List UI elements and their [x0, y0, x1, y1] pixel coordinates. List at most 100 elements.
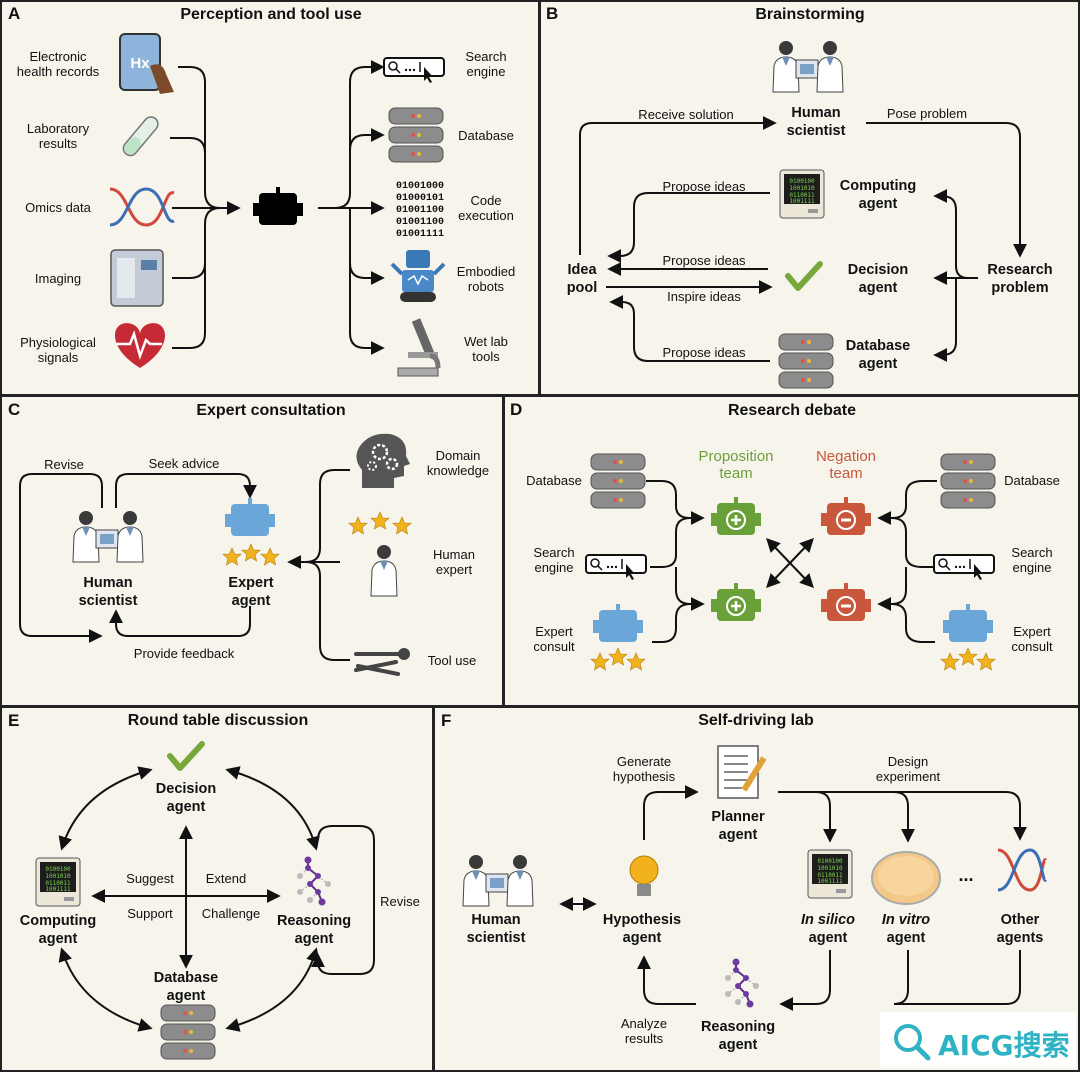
robot-icon: [390, 250, 446, 302]
f-reasoning-agent: Reasoning agent: [700, 1019, 776, 1053]
a-output-robots: Embodied robots: [456, 264, 516, 294]
lightbulb-icon: [629, 855, 659, 896]
e-decision-agent: Decision agent: [155, 781, 217, 815]
f-other-return: [894, 950, 1021, 1005]
b-research-database-arrow: [933, 278, 957, 362]
e-database-agent: Database agent: [153, 970, 219, 1004]
panel-c-title: Expert consultation: [196, 402, 346, 419]
panel-d-title: Research debate: [727, 402, 857, 419]
e-revise-loop: [311, 825, 375, 975]
d-left-database: Database: [526, 473, 582, 488]
c-seek-advice-arrow: [115, 473, 257, 508]
c-seek-advice: Seek advice: [148, 456, 220, 471]
binary-line: 01001100: [396, 205, 444, 216]
f-in-silico-icon: [807, 849, 853, 899]
a-input-imaging: Imaging: [34, 271, 82, 286]
d-left-search-top-connector: [650, 517, 691, 568]
c-human-expert: Human expert: [433, 547, 475, 577]
a-output-database: Database: [458, 128, 514, 143]
negation-robot-top-icon: [821, 497, 871, 535]
dna-icon: [109, 187, 175, 227]
a-signals-connector: [172, 207, 221, 349]
f-generate-hypothesis: Generate hypothesis: [612, 754, 676, 784]
panel-e-title: Round table discussion: [127, 712, 309, 729]
d-cross-arrow-2: [766, 537, 814, 589]
panel-b-title: Brainstorming: [755, 6, 865, 23]
b-propose-ideas-3: Propose ideas: [662, 345, 746, 360]
ehr-glyph: Hx: [130, 55, 150, 72]
watermark: AICG搜索: [880, 1012, 1076, 1068]
imaging-machine-icon: [110, 249, 164, 307]
c-revise-arrow: [19, 473, 103, 643]
d-left-database-icon: [590, 453, 646, 509]
heart-icon: [115, 323, 165, 368]
a-wetlab-connector: [349, 263, 385, 355]
c-revise: Revise: [44, 457, 84, 472]
f-generate-hypothesis-arrow: [643, 785, 699, 840]
d-left-search-engine: Search engine: [533, 545, 575, 575]
magnifier-logo-icon: [894, 1024, 931, 1061]
a-input-omics: Omics data: [25, 200, 91, 215]
f-in-vitro-agent-word: agent: [886, 930, 926, 946]
b-receive-solution: Receive solution: [638, 107, 734, 122]
f-in-silico-arrow: [815, 791, 837, 843]
b-propose-ideas-1: Propose ideas: [662, 179, 746, 194]
f-analyze-results: Analyze results: [620, 1016, 668, 1046]
panel-a-title: Perception and tool use: [180, 6, 362, 23]
f-in-silico-return: [779, 950, 831, 1011]
panel-e-letter: E: [8, 711, 20, 730]
b-computing-icon: [779, 169, 825, 219]
a-output-code: Code execution: [458, 193, 514, 223]
database-icon: [388, 107, 444, 163]
d-left-expert-connector: [652, 603, 691, 643]
f-in-silico-agent-word: agent: [808, 930, 848, 946]
panel-a-letter: A: [8, 4, 21, 23]
f-planner-agent: Planner agent: [711, 809, 765, 843]
d-right-expert-connector: [891, 603, 935, 643]
f-human-scientist: Human scientist: [466, 912, 526, 946]
d-left-database-connector: [646, 480, 705, 525]
d-left-expert-consult: Expert consult: [533, 624, 575, 654]
b-human-scientist: Human scientist: [786, 105, 846, 139]
panel-b-letter: B: [546, 4, 559, 23]
f-in-vitro-italic: In vitro: [881, 912, 931, 928]
d-right-search-top-connector: [891, 517, 935, 568]
a-lab-connector: [170, 137, 206, 192]
c-tool-connector: [305, 561, 350, 661]
f-other-agents: Other agents: [996, 912, 1044, 946]
brain-gears-icon: [356, 433, 410, 488]
negation-robot-bottom-icon: [821, 583, 871, 621]
a-input-lab: Laboratory results: [26, 121, 90, 151]
tools-icon: [354, 648, 410, 676]
watermark-text: AICG搜索: [938, 1029, 1070, 1062]
binary-line: 01001100: [396, 217, 444, 228]
a-input-signals: Physiological signals: [20, 335, 96, 365]
d-right-database-connector: [877, 480, 937, 525]
f-analyze-results-arrow: [637, 955, 696, 1005]
a-output-wetlab: Wet lab tools: [464, 334, 508, 364]
test-tube-icon: [122, 116, 159, 157]
f-dna-icon: [997, 848, 1048, 892]
b-database-agent: Database agent: [845, 338, 911, 372]
d-proposition-team: Proposition team: [698, 448, 774, 482]
b-database-propose-arrow: [609, 295, 770, 362]
e-decision-reasoning-arrow: [225, 766, 320, 851]
c-domain-knowledge: Domain knowledge: [426, 448, 490, 478]
e-revise: Revise: [380, 894, 420, 909]
binary-line: 01001111: [396, 229, 444, 240]
panel-f-title: Self-driving lab: [698, 712, 814, 729]
b-idea-pool: Idea pool: [566, 262, 598, 296]
e-reasoning-agent: Reasoning agent: [276, 913, 352, 947]
f-in-vitro-agent: In vitro agent: [882, 911, 930, 947]
d-right-database: Database: [1004, 473, 1060, 488]
d-right-search-engine: Search engine: [1011, 545, 1053, 575]
b-computing-propose-arrow: [607, 192, 770, 263]
b-research-problem: Research problem: [987, 262, 1053, 296]
e-extend: Extend: [205, 871, 247, 886]
panel-d-letter: D: [510, 400, 523, 419]
tablet-icon: Hx: [119, 33, 174, 94]
